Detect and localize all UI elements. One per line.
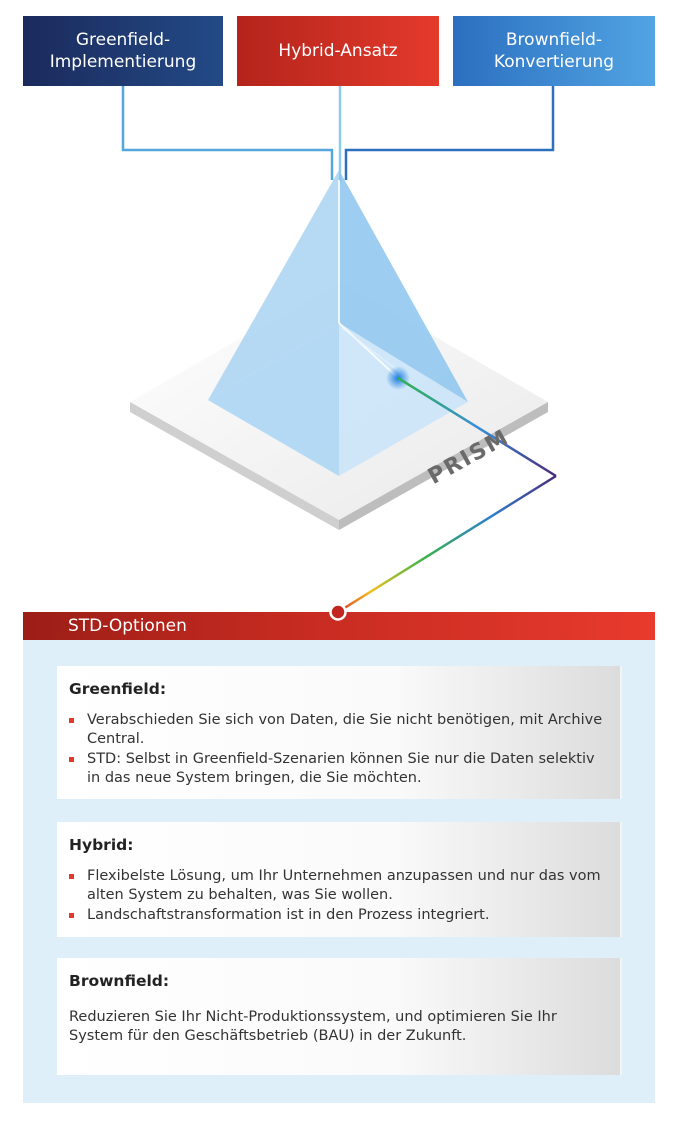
options-title: STD-Optionen xyxy=(68,616,187,636)
greenfield-label: Greenfield- Implementierung xyxy=(49,30,197,72)
list-item-text: Flexibelste Lösung, um Ihr Unternehmen a… xyxy=(87,868,601,903)
prism-pyramid xyxy=(208,170,468,476)
brownfield-label: Brownfield- Konvertierung xyxy=(493,30,615,72)
list-item-text: Verabschieden Sie sich von Daten, die Si… xyxy=(87,712,603,747)
hybrid-card: Hybrid: Flexibelste Lösung, um Ihr Unter… xyxy=(57,822,622,937)
greenfield-box: Greenfield- Implementierung xyxy=(23,16,223,86)
bullet-icon xyxy=(69,757,74,762)
list-item-text: Landschaftstransformation ist in den Pro… xyxy=(87,907,490,923)
options-header: STD-Optionen xyxy=(23,612,655,640)
hybrid-box: Hybrid-Ansatz xyxy=(237,16,439,86)
connector-lines xyxy=(121,86,555,182)
spectrum-ray xyxy=(337,376,557,612)
brownfield-card: Brownfield: Reduzieren Sie Ihr Nicht-Pro… xyxy=(57,958,622,1075)
brownfield-box: Brownfield- Konvertierung xyxy=(453,16,655,86)
card-text: Reduzieren Sie Ihr Nicht-Produktionssyst… xyxy=(69,1009,557,1044)
list-item: Flexibelste Lösung, um Ihr Unternehmen a… xyxy=(69,867,608,905)
hybrid-label: Hybrid-Ansatz xyxy=(278,41,398,61)
list-item: Verabschieden Sie sich von Daten, die Si… xyxy=(69,711,608,749)
list-item: STD: Selbst in Greenfield-Szenarien könn… xyxy=(69,750,608,788)
bullet-icon xyxy=(69,913,74,918)
card-heading: Brownfield: xyxy=(69,972,170,990)
bullet-list: Flexibelste Lösung, um Ihr Unternehmen a… xyxy=(69,867,608,925)
bullet-icon xyxy=(69,874,74,879)
list-item: Landschaftstransformation ist in den Pro… xyxy=(69,906,608,925)
connector-dot-icon xyxy=(329,603,347,621)
list-item-text: STD: Selbst in Greenfield-Szenarien könn… xyxy=(87,751,595,786)
bullet-icon xyxy=(69,718,74,723)
options-panel: Greenfield: Verabschieden Sie sich von D… xyxy=(23,640,655,1103)
card-heading: Hybrid: xyxy=(69,836,134,854)
prism-diagram xyxy=(121,86,557,612)
card-heading: Greenfield: xyxy=(69,680,167,698)
bullet-list: Verabschieden Sie sich von Daten, die Si… xyxy=(69,711,608,788)
greenfield-card: Greenfield: Verabschieden Sie sich von D… xyxy=(57,666,622,799)
